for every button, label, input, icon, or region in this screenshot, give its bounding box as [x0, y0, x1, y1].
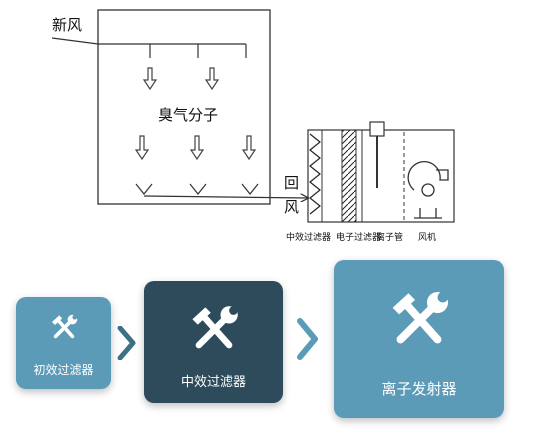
tools-icon [392, 291, 449, 344]
return-air-label-1: 回 [284, 174, 299, 192]
component-label-electronic-filter: 电子过滤器 [336, 231, 381, 243]
electronic-filter [341, 129, 357, 223]
return-air-line [143, 196, 308, 198]
component-label-fan: 风机 [418, 231, 436, 243]
tools-icon [51, 314, 77, 339]
ion-tube-top [369, 121, 385, 137]
component-label-medium-filter: 中效过滤器 [286, 231, 331, 243]
tools-icon [191, 306, 238, 349]
flow-step-label: 中效过滤器 [180, 375, 246, 390]
flow-step-ion-emitter: 离子发射器 [334, 260, 504, 418]
medium-filter-zigzag [309, 133, 321, 215]
fresh-air-line [51, 37, 99, 45]
room-box [97, 9, 271, 205]
down-arrow-icons [134, 67, 257, 161]
ahu-box [307, 129, 455, 223]
flow-step-medium-filter: 中效过滤器 [144, 281, 283, 403]
air-handling-diagram: 新风 臭气分子 回 风 中效过滤器 电子过滤器 离子管 风机 [51, 9, 455, 243]
component-label-ion-tube: 离子管 [376, 231, 403, 243]
flow-step-label: 初效过滤器 [33, 363, 94, 377]
flow-step-primary-filter: 初效过滤器 [16, 297, 111, 389]
collector-marks [135, 183, 259, 195]
flow-step-label: 离子发射器 [381, 380, 457, 398]
ozone-label: 臭气分子 [158, 106, 218, 124]
return-air-label-2: 风 [284, 198, 299, 216]
chevron-right-icon [297, 318, 318, 360]
chevron-right-icon [117, 326, 136, 360]
fan-icon [407, 161, 449, 219]
fresh-air-label: 新风 [52, 16, 82, 34]
